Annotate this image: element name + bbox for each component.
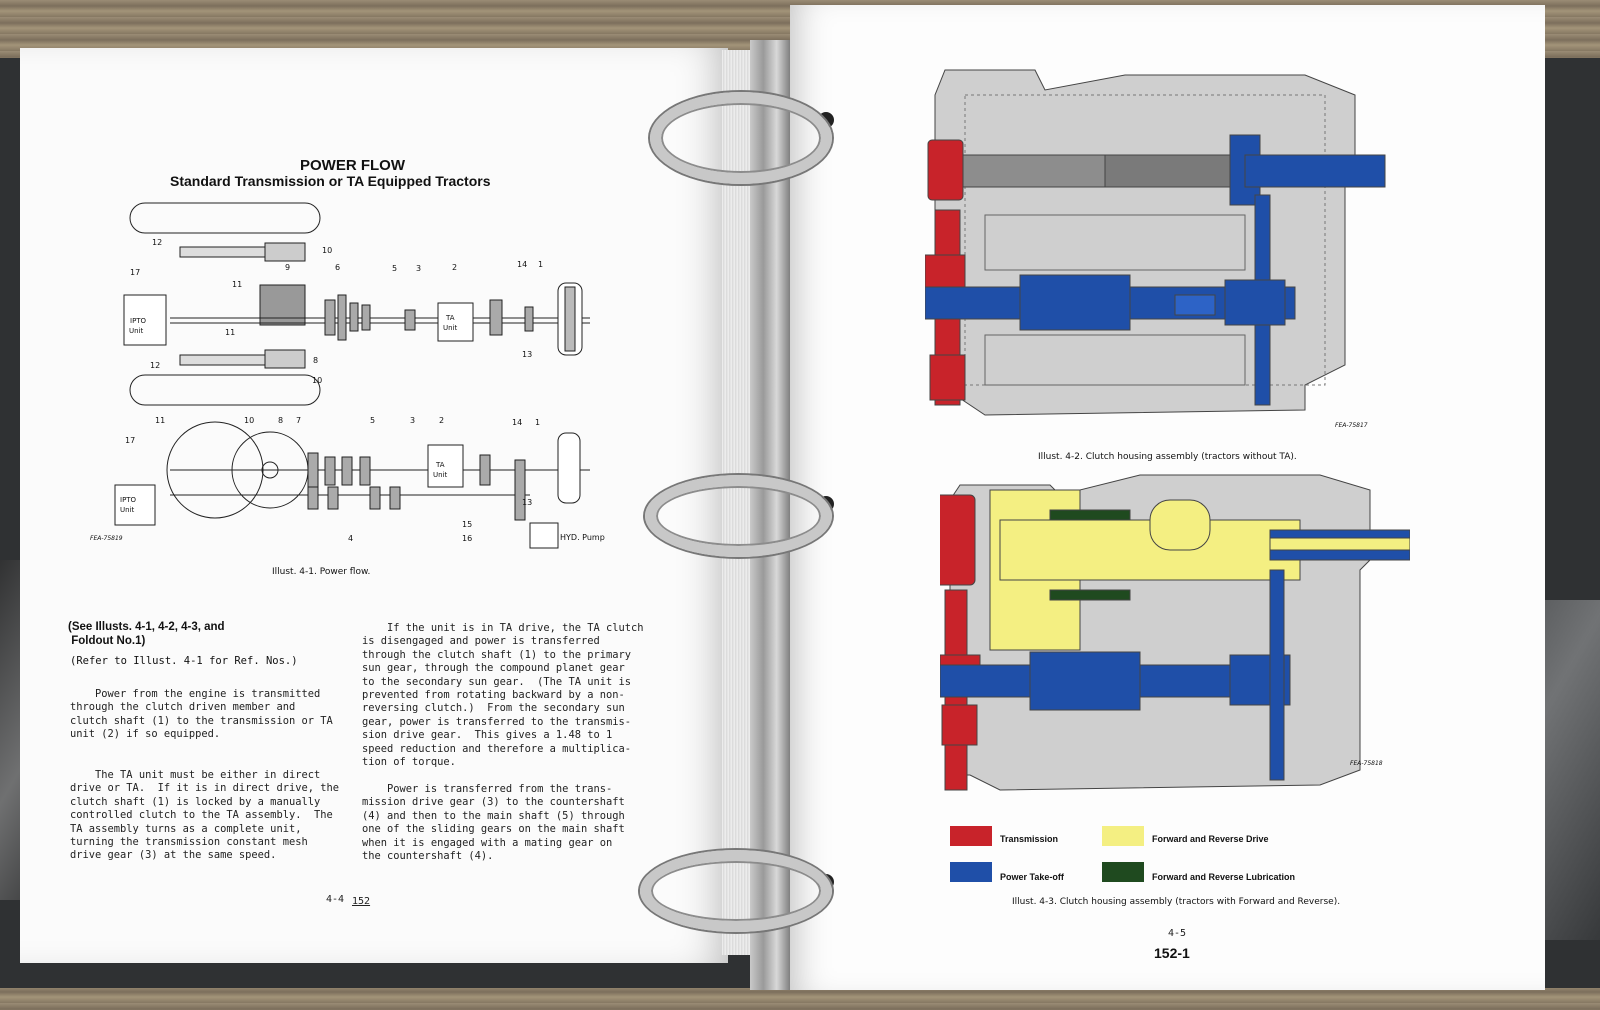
ref-8-lower: 8 (278, 416, 283, 425)
figure-code-left: FEA-75819 (90, 535, 123, 542)
ref-3: 3 (416, 264, 421, 273)
binder-ring-bottom (640, 850, 832, 932)
ref-15: 15 (462, 520, 472, 529)
ref-17-top: 17 (130, 268, 140, 277)
ipto-label-bottom: IPTO (120, 496, 137, 504)
ref-7-lower: 7 (296, 416, 301, 425)
ref-10-lower: 10 (244, 416, 254, 425)
ref-13-top: 13 (522, 350, 532, 359)
binder-ring-middle (645, 475, 832, 557)
unit-label-bottom: Unit (120, 506, 135, 514)
section-subheading: (Refer to Illust. 4-1 for Ref. Nos.) (70, 655, 298, 667)
binder-ring-top (650, 92, 832, 184)
figure-caption-4-1: Illust. 4-1. Power flow. (272, 567, 371, 577)
page-ref-right: 152-1 (1154, 945, 1190, 961)
ref-14-lower: 14 (512, 418, 522, 427)
ref-10-top: 10 (322, 246, 332, 255)
figure-code-4-3: FEA-75818 (1350, 760, 1383, 767)
power-flow-diagram: IPTO Unit TA Unit IPTO Unit TA Unit HYD.… (90, 202, 605, 549)
ref-12-top: 12 (152, 238, 162, 247)
legend-label-transmission: Transmission (1000, 834, 1059, 844)
page-title: POWER FLOW (300, 157, 405, 174)
ta-label-bottom: TA (435, 461, 445, 469)
ref-16: 16 (462, 534, 472, 543)
page-number-left: 4-4 (326, 894, 345, 905)
unit-label-ta-bottom: Unit (433, 471, 448, 479)
col1-paragraph-1: Power from the engine is transmitted thr… (70, 688, 333, 741)
ref-3-lower: 3 (410, 416, 415, 425)
ref-2: 2 (452, 263, 457, 272)
legend-swatch-fwd-rev-drive (1102, 826, 1144, 846)
ref-17-lower: 17 (125, 436, 135, 445)
ref-9: 9 (285, 263, 290, 272)
ref-10-mid: 10 (312, 376, 322, 385)
legend-swatch-fwd-rev-lube (1102, 862, 1144, 882)
legend-label-fwd-rev-drive: Forward and Reverse Drive (1152, 834, 1269, 844)
clutch-housing-diagram-4-3: FEA-75818 (940, 474, 1410, 791)
col1-paragraph-2: The TA unit must be either in direct dri… (70, 769, 339, 862)
legend-swatch-pto (950, 862, 992, 882)
hyd-pump-label: HYD. Pump (560, 533, 605, 542)
ref-1: 1 (538, 260, 543, 269)
figure-code-4-2: FEA-75817 (1335, 422, 1368, 429)
ref-1-lower: 1 (535, 418, 540, 427)
ta-label-top: TA (445, 314, 455, 322)
ref-2-lower: 2 (439, 416, 444, 425)
clutch-housing-diagram-4-2: FEA-75817 (925, 69, 1386, 429)
page-subtitle: Standard Transmission or TA Equipped Tra… (170, 173, 491, 189)
unit-label-ta-top: Unit (443, 324, 458, 332)
legend-label-pto: Power Take-off (1000, 872, 1064, 882)
figure-caption-4-3: Illust. 4-3. Clutch housing assembly (tr… (1012, 897, 1341, 907)
legend-label-fwd-rev-lube: Forward and Reverse Lubrication (1152, 872, 1296, 882)
ref-13-lower: 13 (522, 498, 532, 507)
page-number-right: 4-5 (1168, 928, 1187, 939)
ref-5-lower: 5 (370, 416, 375, 425)
ref-8-top: 8 (313, 356, 318, 365)
legend-swatch-transmission (950, 826, 992, 846)
ref-14: 14 (517, 260, 527, 269)
ipto-label-top: IPTO (130, 317, 147, 325)
section-heading: (See Illusts. 4-1, 4-2, 4-3, and Foldout… (68, 621, 225, 647)
page-ref-left: 152 (352, 896, 371, 907)
ref-11-top: 11 (232, 280, 242, 289)
ref-11-lower: 11 (155, 416, 165, 425)
ref-11-mid: 11 (225, 328, 235, 337)
ref-4: 4 (348, 534, 353, 543)
ref-5: 5 (392, 264, 397, 273)
figure-caption-4-2: Illust. 4-2. Clutch housing assembly (tr… (1038, 452, 1297, 462)
unit-label-top: Unit (129, 327, 144, 335)
ref-12-bottom: 12 (150, 361, 160, 370)
col2-paragraph-2: Power is transferred from the trans- mis… (362, 783, 625, 863)
ref-6: 6 (335, 263, 340, 272)
col2-paragraph-1: If the unit is in TA drive, the TA clutc… (362, 622, 644, 769)
